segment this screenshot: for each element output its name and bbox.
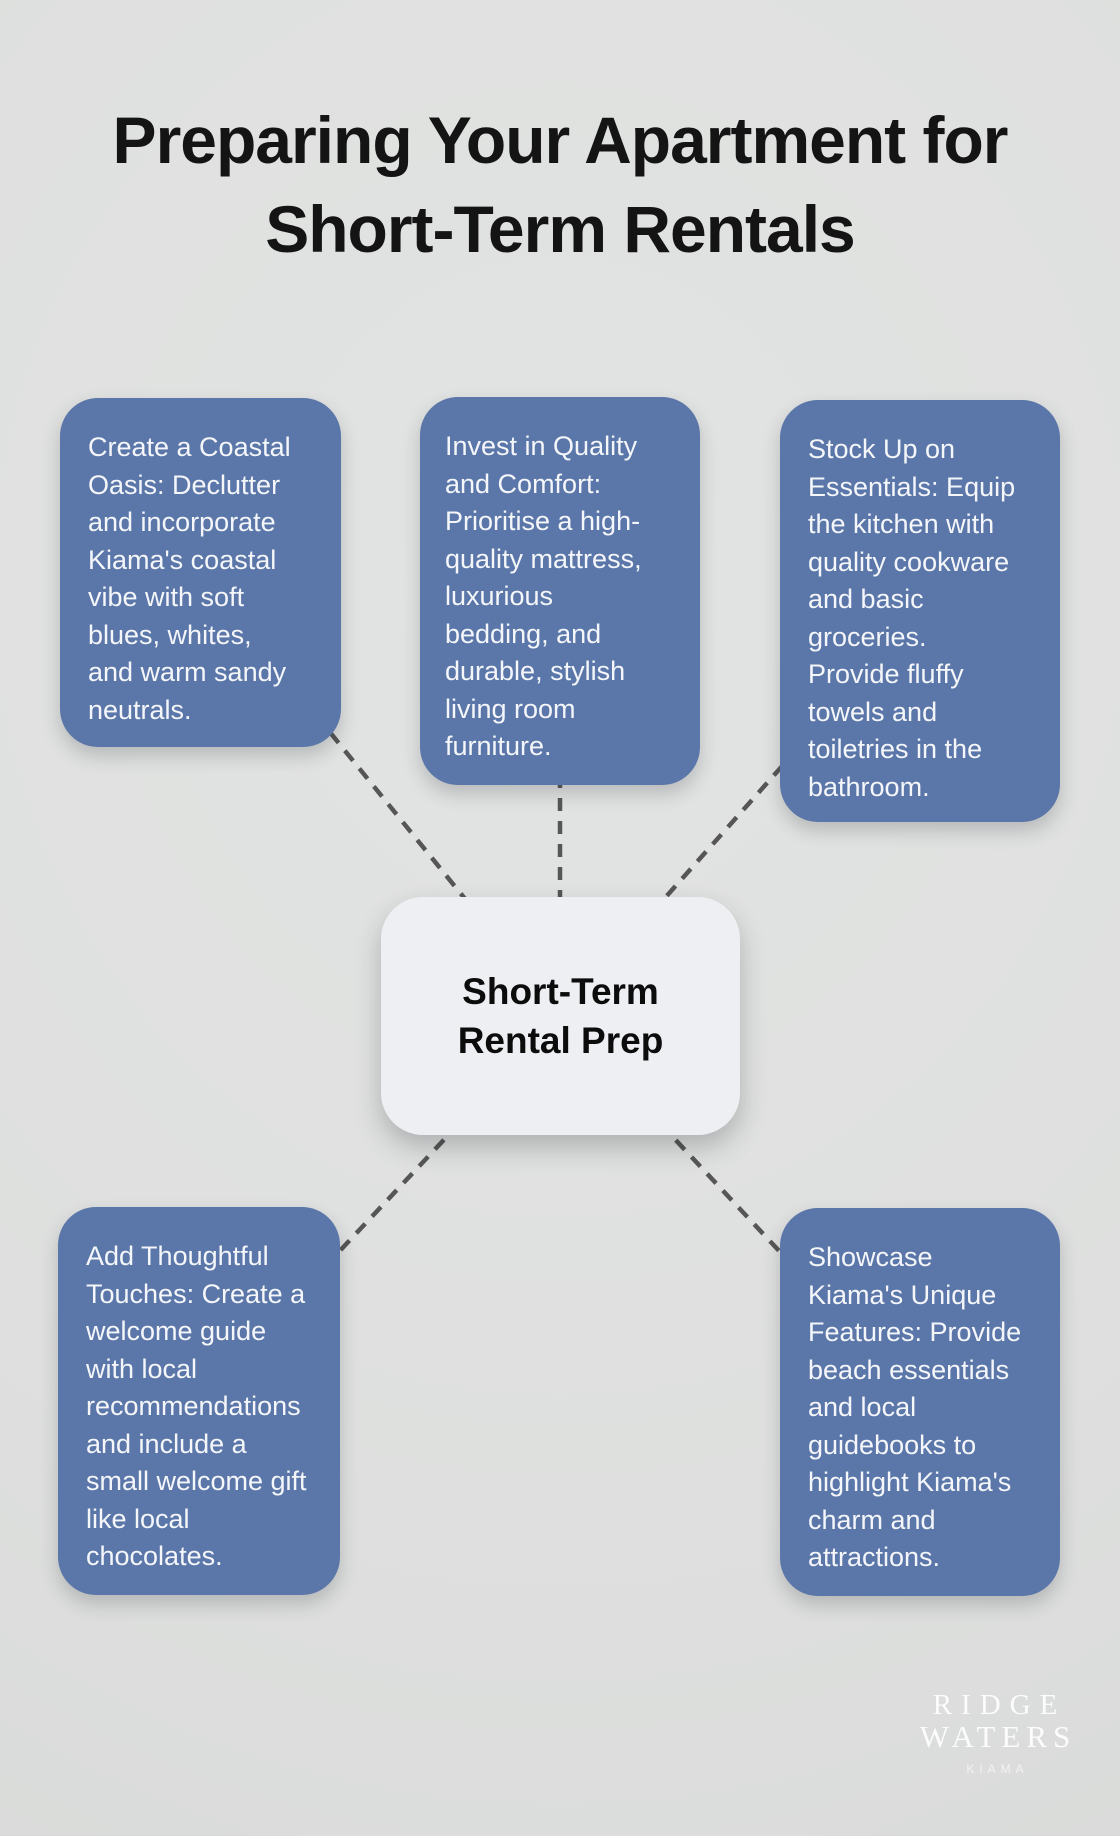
tip-node-quality-comfort: Invest in Quality and Comfort: Prioritis… — [420, 397, 700, 785]
tip-text: Create a Coastal Oasis: Declutter and in… — [88, 432, 291, 725]
tip-node-stock-essentials: Stock Up on Essentials: Equip the kitche… — [780, 400, 1060, 822]
tip-text: Showcase Kiama's Unique Features: Provid… — [808, 1242, 1022, 1572]
tip-text: Stock Up on Essentials: Equip the kitche… — [808, 434, 1016, 802]
tip-node-thoughtful-touches: Add Thoughtful Touches: Create a welcome… — [58, 1207, 340, 1595]
brand-logo: RIDGE WATERS KIAMA — [895, 1690, 1095, 1776]
brand-logo-ridge: RIDGE — [932, 1689, 1067, 1721]
brand-logo-kiama: KIAMA — [966, 1762, 1029, 1776]
tip-text: Invest in Quality and Comfort: Prioritis… — [445, 431, 642, 761]
tip-node-coastal-oasis: Create a Coastal Oasis: Declutter and in… — [60, 398, 341, 747]
tip-node-kiama-features: Showcase Kiama's Unique Features: Provid… — [780, 1208, 1060, 1596]
page-title: Preparing Your Apartment for Short-Term … — [0, 96, 1120, 274]
center-node: Short-Term Rental Prep — [381, 897, 740, 1135]
page-title-line-1: Preparing Your Apartment for — [112, 103, 1009, 177]
center-node-label: Short-Term Rental Prep — [457, 971, 664, 1061]
tip-text: Add Thoughtful Touches: Create a welcome… — [86, 1241, 307, 1571]
page-title-line-2: Short-Term Rentals — [265, 192, 856, 266]
brand-logo-waters: WATERS — [919, 1719, 1077, 1754]
